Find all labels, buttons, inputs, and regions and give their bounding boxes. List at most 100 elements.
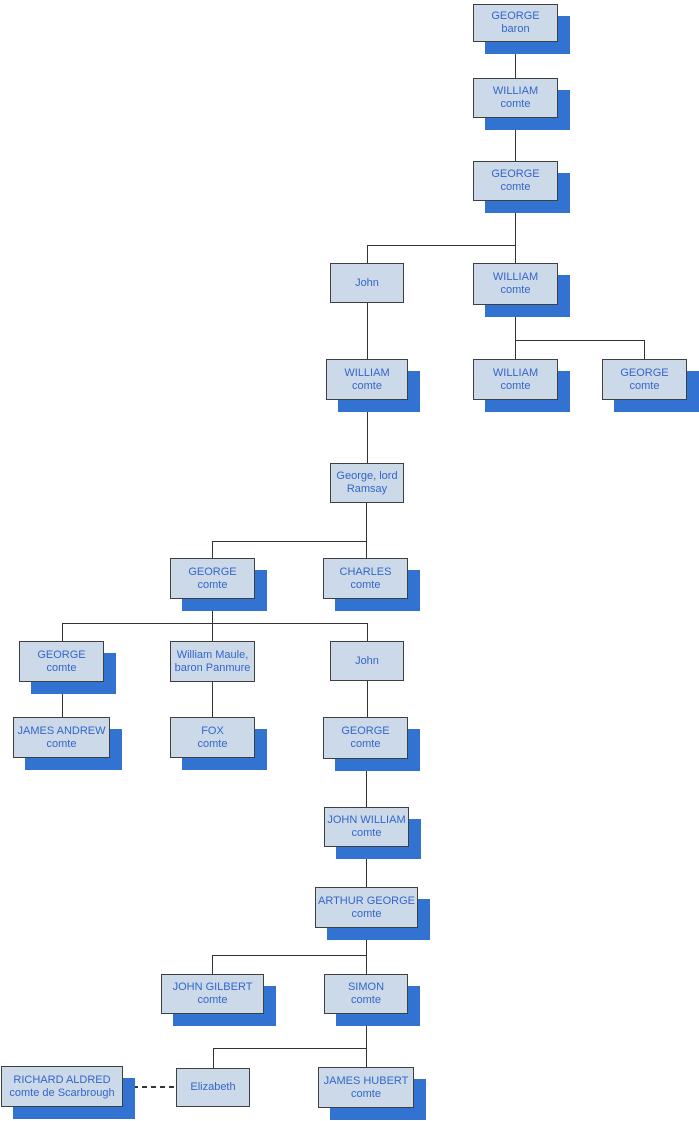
person-name: GEORGE: [188, 565, 237, 578]
person-name: GEORGE: [620, 366, 669, 379]
person-title: comte: [500, 181, 531, 193]
node-john-gilbert-comte[interactable]: JOHN GILBERT comte: [161, 974, 264, 1014]
connector-line: [367, 623, 368, 641]
connector-line: [644, 340, 645, 359]
person-name: JOHN GILBERT: [172, 981, 253, 993]
node-john-1[interactable]: John: [330, 263, 404, 303]
connector-line: [366, 759, 367, 807]
connector-line: [213, 1048, 214, 1068]
connector-line: [212, 955, 213, 974]
person-title: comte: [351, 994, 381, 1006]
person-name: GEORGE: [341, 725, 390, 737]
connector-line: [212, 541, 213, 558]
node-george-lord-ramsay[interactable]: George, lord Ramsay: [330, 463, 404, 503]
node-james-andrew-comte[interactable]: JAMES ANDREW comte: [13, 717, 110, 758]
connector-line: [366, 955, 367, 974]
connector-line: [515, 201, 516, 245]
node-richard-aldred-scarbrough[interactable]: RICHARD ALDRED comte de Scarbrough: [1, 1066, 123, 1107]
node-william-maule[interactable]: William Maule, baron Panmure: [170, 641, 255, 682]
person-title: comte: [46, 661, 77, 674]
person-title: comte: [350, 578, 381, 591]
connector-line: [212, 955, 367, 956]
node-george-comte-1[interactable]: GEORGE comte: [473, 161, 558, 201]
connector-line: [515, 340, 645, 341]
person-title: Ramsay: [346, 483, 388, 495]
connector-line: [366, 503, 367, 558]
person-title: comte: [350, 738, 381, 750]
node-george-baron[interactable]: GEORGE baron: [473, 4, 558, 42]
connector-line: [367, 400, 368, 463]
person-name: FOX: [201, 724, 224, 737]
person-name: GEORGE: [491, 168, 540, 180]
node-william-comte-3[interactable]: WILLIAM comte: [326, 359, 408, 400]
connector-line: [62, 682, 63, 717]
connector-line: [367, 245, 516, 246]
node-william-comte-2[interactable]: WILLIAM comte: [473, 263, 558, 305]
person-name: George, lord: [336, 470, 398, 482]
node-elizabeth[interactable]: Elizabeth: [176, 1068, 250, 1107]
node-george-comte-4[interactable]: GEORGE comte: [19, 641, 104, 682]
person-name: WILLIAM: [344, 366, 390, 379]
node-john-william-comte[interactable]: JOHN WILLIAM comte: [324, 807, 409, 847]
connector-line: [515, 340, 516, 359]
connector-line: [212, 599, 213, 623]
connector-line: [367, 303, 368, 359]
node-william-comte-1[interactable]: WILLIAM comte: [473, 78, 558, 118]
connector-line: [213, 1048, 367, 1049]
node-arthur-george-comte[interactable]: ARTHUR GEORGE comte: [315, 887, 418, 928]
person-name: RICHARD ALDRED: [13, 1073, 111, 1086]
person-title: baron Panmure: [174, 661, 251, 674]
person-title: comte: [351, 827, 382, 839]
person-title: comte: [351, 1087, 381, 1100]
person-title: comte: [351, 907, 382, 920]
person-title: comte: [46, 737, 77, 750]
connector-line: [367, 681, 368, 717]
connector-line: [62, 623, 368, 624]
person-title: comte: [500, 379, 531, 392]
connector-line: [367, 245, 368, 263]
person-title: baron: [501, 23, 530, 35]
marriage-dashed-line: [124, 1086, 176, 1088]
connector-line: [212, 541, 367, 542]
person-title: comte: [629, 379, 660, 392]
connector-line: [62, 623, 63, 641]
person-name: GEORGE: [37, 648, 86, 661]
connector-line: [515, 305, 516, 340]
person-title: comte: [197, 994, 228, 1006]
person-name: GEORGE: [491, 10, 540, 22]
person-name: John: [355, 654, 379, 667]
node-george-comte-5[interactable]: GEORGE comte: [323, 717, 408, 759]
node-simon-comte[interactable]: SIMON comte: [324, 974, 408, 1014]
person-name: JOHN WILLIAM: [327, 814, 406, 826]
person-name: Elizabeth: [190, 1081, 236, 1093]
person-name: WILLIAM: [492, 366, 539, 379]
person-name: JAMES HUBERT: [323, 1074, 409, 1087]
connector-line: [515, 42, 516, 78]
person-name: SIMON: [347, 981, 385, 993]
connector-line: [212, 682, 213, 717]
person-name: ARTHUR GEORGE: [318, 894, 415, 907]
person-name: CHARLES: [339, 565, 392, 578]
connector-line: [515, 245, 516, 263]
person-title: comte: [500, 284, 531, 296]
node-john-2[interactable]: John: [330, 641, 404, 681]
person-title: comte: [197, 578, 228, 591]
connector-line: [212, 623, 213, 641]
node-fox-comte[interactable]: FOX comte: [170, 717, 255, 758]
person-name: WILLIAM: [492, 271, 539, 283]
node-william-comte-4[interactable]: WILLIAM comte: [473, 359, 558, 400]
node-charles-comte[interactable]: CHARLES comte: [323, 558, 408, 599]
person-name: WILLIAM: [492, 85, 539, 97]
node-george-comte-3[interactable]: GEORGE comte: [170, 558, 255, 599]
node-james-hubert-comte[interactable]: JAMES HUBERT comte: [318, 1067, 414, 1108]
connector-line: [515, 118, 516, 161]
node-george-comte-2[interactable]: GEORGE comte: [602, 359, 687, 400]
person-title: comte: [197, 737, 228, 750]
connector-line: [366, 847, 367, 887]
connector-line: [366, 1048, 367, 1067]
person-title: comte: [352, 379, 382, 392]
connector-line: [366, 928, 367, 955]
person-title: comte: [500, 98, 531, 110]
person-name: John: [355, 276, 379, 289]
